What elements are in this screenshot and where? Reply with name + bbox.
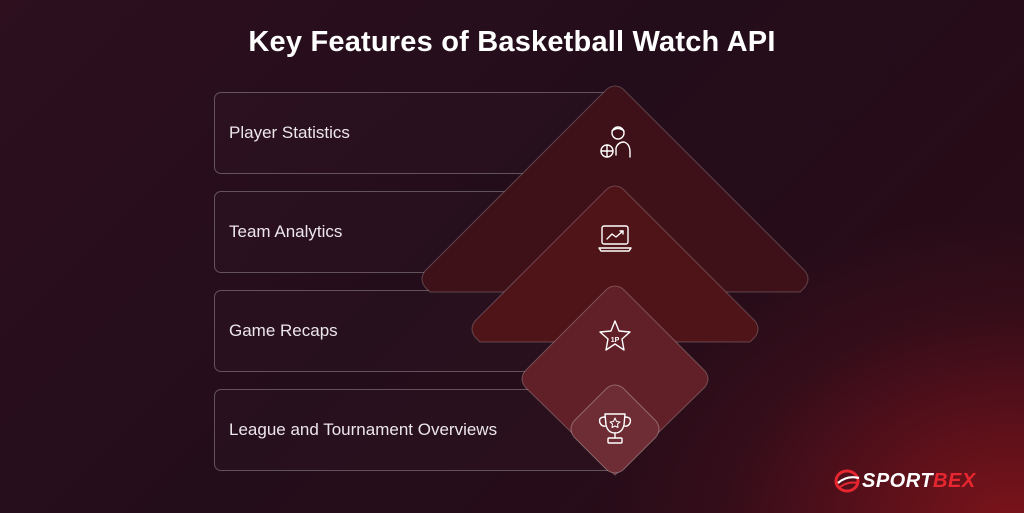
diamond-tier-3 [521,285,709,476]
player-ball-icon [600,126,631,158]
diamond-tier-4 [570,384,660,474]
laptop-chart-icon [598,225,632,252]
sportbex-logo-icon [834,469,860,493]
diamond-tier-2 [471,185,759,343]
trophy-icon [598,413,632,444]
page-title: Key Features of Basketball Watch API [248,26,776,58]
star-badge-text: 1P [611,337,620,344]
feature-label: Game Recaps [229,321,338,340]
logo-text-bex: BEX [933,469,976,492]
feature-label: Team Analytics [229,222,343,241]
feature-label: Player Statistics [229,123,350,142]
feature-label: League and Tournament Overviews [229,420,498,439]
star-badge-icon: 1P [599,320,631,351]
logo-text-sport: SPORT [862,469,934,492]
sportbex-logo: SPORT BEX [834,468,1004,494]
